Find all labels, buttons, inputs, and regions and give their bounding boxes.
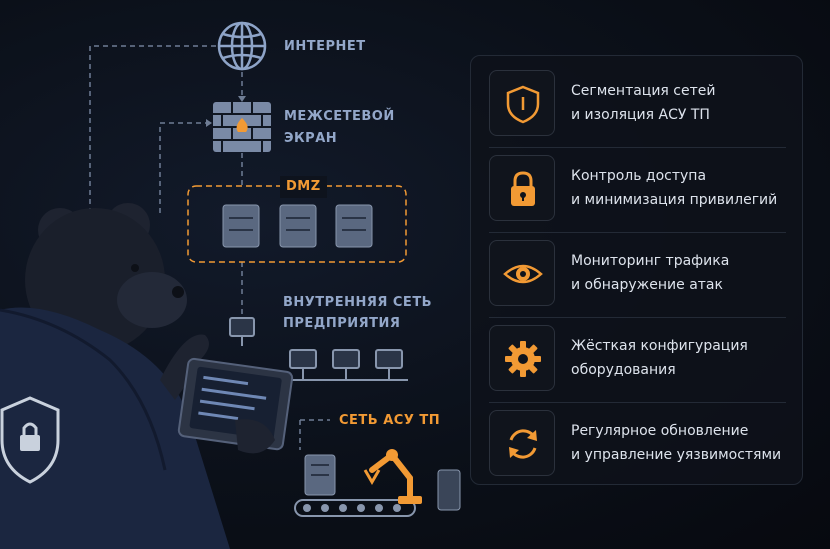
dmz-servers bbox=[222, 204, 373, 248]
firewall-icon bbox=[213, 102, 271, 152]
globe-icon bbox=[217, 21, 267, 71]
feature-icon-box bbox=[489, 155, 555, 221]
lock-icon bbox=[511, 171, 535, 206]
feature-access-control: Контроль доступа и минимизация привилеги… bbox=[489, 155, 786, 225]
feature-title-line2: и управление уязвимостями bbox=[571, 447, 782, 463]
feature-title-line1: Жёсткая конфигурация bbox=[571, 338, 748, 354]
refresh-icon bbox=[509, 429, 537, 459]
firewall-label-line1: МЕЖСЕТЕВОЙ bbox=[284, 109, 395, 124]
feature-network-segmentation: Сегментация сетей и изоляция АСУ ТП bbox=[489, 70, 786, 140]
feature-title-line1: Регулярное обновление bbox=[571, 423, 749, 439]
feature-title-line2: и обнаружение атак bbox=[571, 277, 723, 293]
feature-title-line2: и минимизация привилегий bbox=[571, 192, 778, 208]
divider bbox=[489, 402, 786, 403]
corporate-network-label-line1: ВНУТРЕННЯЯ СЕТЬ bbox=[283, 295, 433, 310]
bear-mascot bbox=[0, 203, 230, 549]
dmz-label: DMZ bbox=[280, 176, 327, 198]
feature-title-line2: оборудования bbox=[571, 362, 676, 378]
ics-equipment bbox=[294, 449, 461, 517]
firewall-label-line2: ЭКРАН bbox=[284, 131, 338, 146]
corporate-workstations bbox=[229, 317, 408, 381]
feature-icon-box bbox=[489, 410, 555, 476]
feature-regular-updates: Регулярное обновление и управление уязви… bbox=[489, 410, 786, 480]
feature-traffic-monitoring: Мониторинг трафика и обнаружение атак bbox=[489, 240, 786, 310]
security-measures-panel: Сегментация сетей и изоляция АСУ ТП Конт… bbox=[470, 55, 803, 485]
feature-icon-box bbox=[489, 240, 555, 306]
eye-icon bbox=[503, 264, 543, 284]
ics-network-label: СЕТЬ АСУ ТП bbox=[339, 413, 441, 428]
hoodie-shield-icon bbox=[0, 396, 60, 484]
feature-hardened-configuration: Жёсткая конфигурация оборудования bbox=[489, 325, 786, 395]
shield-icon bbox=[506, 85, 540, 124]
tablet-device bbox=[177, 357, 294, 454]
feature-title-line1: Контроль доступа bbox=[571, 168, 707, 184]
feature-title-line1: Сегментация сетей bbox=[571, 83, 716, 99]
internet-label: ИНТЕРНЕТ bbox=[284, 39, 366, 54]
feature-title-line1: Мониторинг трафика bbox=[571, 253, 730, 269]
feature-icon-box bbox=[489, 325, 555, 391]
gear-icon bbox=[505, 341, 541, 377]
corporate-network-label-line2: ПРЕДПРИЯТИЯ bbox=[283, 316, 401, 331]
divider bbox=[489, 317, 786, 318]
divider bbox=[489, 147, 786, 148]
feature-icon-box bbox=[489, 70, 555, 136]
divider bbox=[489, 232, 786, 233]
feature-title-line2: и изоляция АСУ ТП bbox=[571, 107, 710, 123]
